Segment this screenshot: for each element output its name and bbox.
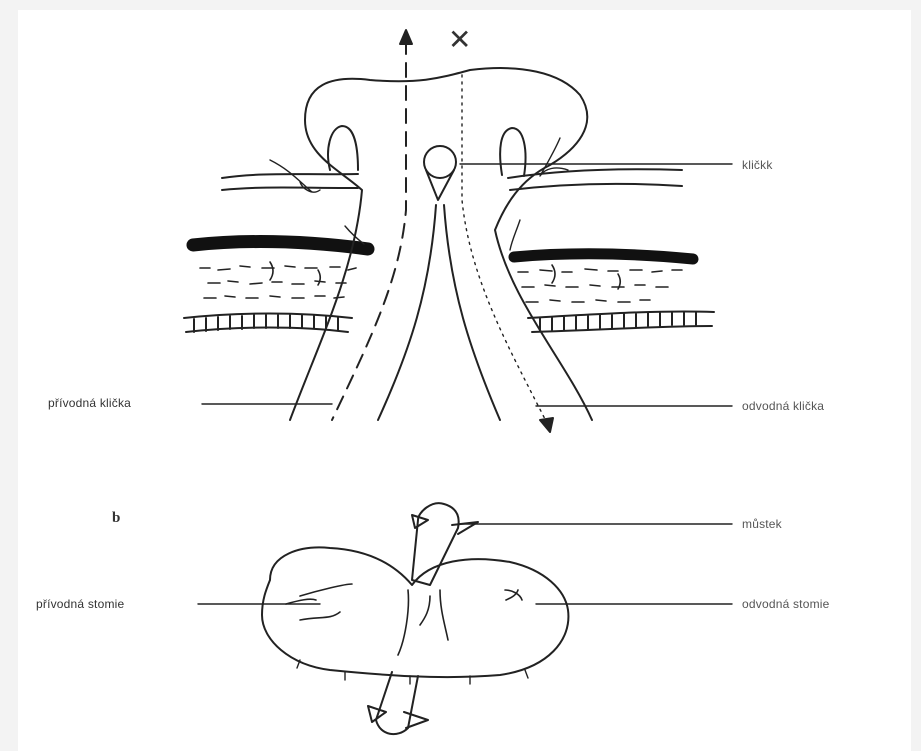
fascia-band-left — [193, 242, 368, 249]
label-afferent-loop: přívodná klička — [48, 396, 131, 410]
label-afferent-stoma: přívodná stomie — [36, 597, 124, 611]
label-efferent-stoma: odvodná stomie — [742, 597, 830, 611]
label-knot: kličkk — [742, 158, 773, 172]
label-bridge: můstek — [742, 517, 782, 531]
flow-arrow-down — [540, 418, 553, 432]
stoma-suture-ticks — [297, 660, 528, 684]
skin-layer-right — [508, 169, 682, 190]
muscle-layer-right — [528, 311, 714, 332]
bridge-rod — [412, 503, 459, 585]
label-efferent-loop: odvodná klička — [742, 399, 824, 413]
suture-right — [510, 138, 568, 250]
stoma-inner-right — [505, 590, 522, 600]
bowel-loop-inner-left — [328, 126, 358, 170]
skin-layer-left — [222, 174, 358, 190]
muscle-layer-left — [184, 314, 352, 333]
stoma-inner-left — [286, 584, 352, 620]
flow-arrow-up — [400, 30, 412, 44]
cross-mark: ✕ — [448, 26, 471, 54]
suture-left — [270, 160, 364, 244]
panel-b-letter: b — [112, 510, 120, 527]
fascia-band-right — [514, 254, 693, 259]
fat-layer-right — [518, 265, 682, 302]
stoma-inner-mid — [398, 590, 448, 655]
stoma-outline — [262, 547, 568, 677]
afferent-flow-dashed — [332, 40, 406, 420]
bowel-loop-inner-right — [500, 128, 525, 176]
fat-layer-left — [200, 262, 356, 298]
bridge-rod-lower — [376, 672, 418, 734]
central-septum — [378, 205, 500, 420]
